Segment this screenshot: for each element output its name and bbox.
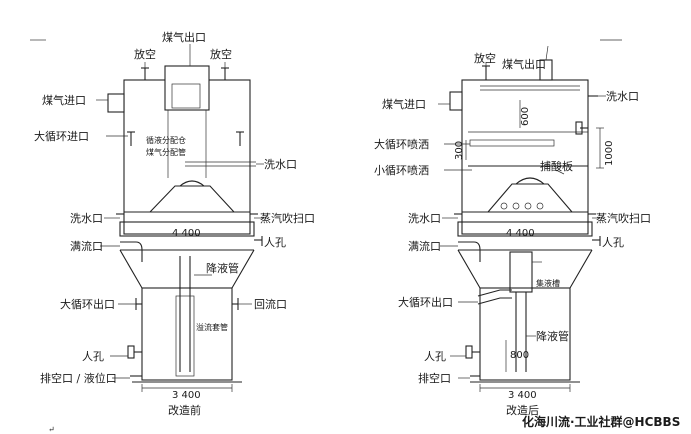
after-manhole-top-label: 人孔 [602,236,624,249]
watermark: 化海川流·工业社群@HCBBS [522,414,680,429]
before-downcomer-sleeve [175,295,195,377]
before-manhole-bottom-label: 人孔 [82,350,104,363]
before-big-circ-outlet-label: 大循环出口 [60,297,115,311]
before-caption: 改造前 [168,403,201,417]
before-big-circ-inlet-label: 大循环进口 [34,129,89,143]
after-acid-trap-label: 捕酸板 [540,159,573,173]
before-gas-inlet-label: 煤气进口 [42,93,86,107]
before-downcomer-label: 降液管 [206,261,239,275]
after-downcomer-label: 降液管 [536,329,569,343]
after-dim-600: 600 [520,107,531,126]
after-overflow-port-label: 满流口 [408,239,441,253]
after-small-spray-pipe [469,139,555,147]
before-gas-outlet-label: 煤气出口 [162,30,206,44]
before-diagram [96,44,266,392]
after-gas-outlet-label: 煤气出口 [502,57,546,71]
before-inner-duct [171,83,201,109]
before-overflow-port-label: 满流口 [70,239,103,253]
after-caption: 改造后 [506,403,539,417]
after-steam-purge-label: 蒸汽吹扫口 [596,211,651,225]
before-distributor-note-1: 循液分配仓 [146,135,186,145]
after-wash-water-outlet-label: 洗水口 [606,90,639,103]
after-diagram [438,45,606,392]
before-manhole-top-label: 人孔 [264,236,286,249]
before-vent-left-label: 放空 [134,47,156,61]
before-distributor-note-2: 煤气分配管 [146,147,186,157]
before-wash-water-port-label: 洗水口 [70,212,103,225]
before-vent-right-label: 放空 [210,47,232,61]
after-small-spray-label: 小循环喷洒 [374,164,429,177]
after-wash-water-port-label: 洗水口 [408,212,441,225]
after-dim-300: 300 [454,141,465,160]
before-gas-inlet-pipe [107,93,125,113]
before-lower-shell [141,287,233,381]
after-lower-shell [479,287,571,381]
after-upper-shell [461,79,589,235]
after-manhole-bottom-label: 人孔 [424,350,446,363]
after-vent-label: 放空 [474,51,496,65]
before-dimension-bottom: 3 400 [172,390,201,401]
after-drain-label: 排空口 [418,371,451,385]
before-steam-purge-label: 蒸汽吹扫口 [260,211,315,225]
after-dim-800: 800 [510,350,529,361]
before-wash-water-outlet-label: 洗水口 [264,158,297,171]
after-collecting-tank [509,251,533,293]
after-dim-1000: 1000 [604,141,615,166]
after-dimension-bottom: 3 400 [508,390,537,401]
after-collecting-tank-label: 集液槽 [536,278,560,288]
after-big-spray-label: 大循环喷洒 [374,137,429,151]
before-drain-level-label: 排空口 / 液位口 [40,371,117,385]
before-gas-outlet-duct [164,65,210,111]
after-gas-inlet-pipe [449,91,463,111]
after-gas-inlet-label: 煤气进口 [382,97,426,111]
paragraph-mark: ↵ [48,425,55,434]
after-big-circ-outlet-label: 大循环出口 [398,295,453,309]
before-downcomer-sleeve-label: 溢流套管 [196,322,228,332]
before-return-port-label: 回流口 [254,297,287,311]
before-dimension-top: 4 400 [172,228,201,239]
after-dimension-top: 4 400 [506,228,535,239]
